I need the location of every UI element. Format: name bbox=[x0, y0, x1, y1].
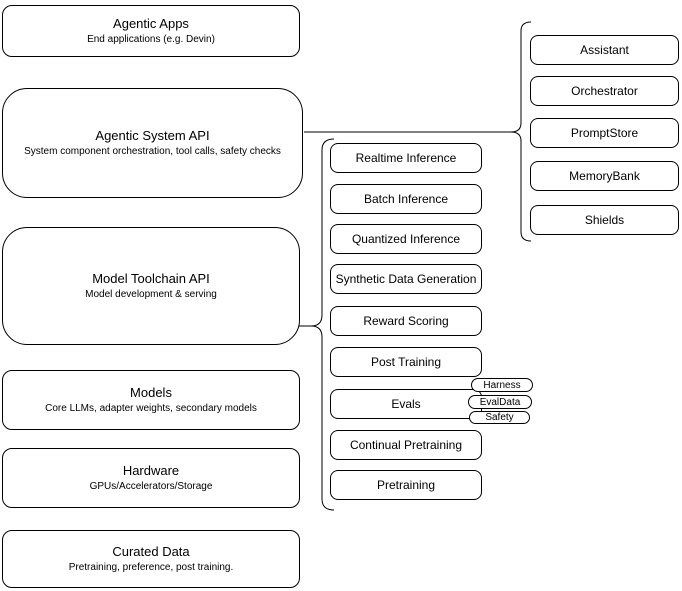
node-evals: Evals bbox=[330, 389, 482, 419]
system-components-brace bbox=[510, 21, 532, 242]
service-label: Continual Pretraining bbox=[349, 438, 463, 452]
node-realtime-inference: Realtime Inference bbox=[330, 143, 482, 173]
service-label: Pretraining bbox=[376, 478, 436, 492]
service-label: Quantized Inference bbox=[351, 232, 461, 246]
node-orchestrator: Orchestrator bbox=[530, 76, 679, 106]
node-title: Agentic Apps bbox=[113, 16, 189, 31]
node-subtitle: System component orchestration, tool cal… bbox=[24, 146, 281, 157]
component-label: Shields bbox=[584, 213, 625, 227]
node-subtitle: End applications (e.g. Devin) bbox=[87, 34, 215, 45]
node-subtitle: Core LLMs, adapter weights, secondary mo… bbox=[45, 403, 257, 414]
node-curated-data: Curated Data Pretraining, preference, po… bbox=[2, 530, 300, 588]
node-synthetic-data-generation: Synthetic Data Generation bbox=[330, 264, 482, 294]
component-label: MemoryBank bbox=[569, 169, 640, 183]
node-title: Hardware bbox=[122, 463, 180, 478]
node-assistant: Assistant bbox=[530, 35, 679, 65]
node-batch-inference: Batch Inference bbox=[330, 184, 482, 214]
node-continual-pretraining: Continual Pretraining bbox=[330, 430, 482, 460]
service-label: Post Training bbox=[370, 355, 442, 369]
node-hardware: Hardware GPUs/Accelerators/Storage bbox=[2, 448, 300, 508]
node-post-training: Post Training bbox=[330, 347, 482, 377]
service-label: Reward Scoring bbox=[363, 314, 449, 328]
component-label: Orchestrator bbox=[571, 84, 638, 98]
node-title: Models bbox=[130, 385, 172, 400]
node-memorybank: MemoryBank bbox=[530, 161, 679, 191]
pill-harness: Harness bbox=[471, 378, 533, 392]
node-reward-scoring: Reward Scoring bbox=[330, 306, 482, 336]
node-subtitle: Model development & serving bbox=[85, 289, 217, 300]
node-quantized-inference: Quantized Inference bbox=[330, 224, 482, 254]
node-title: Curated Data bbox=[112, 544, 190, 559]
pill-label: EvalData bbox=[479, 396, 521, 408]
service-label: Synthetic Data Generation bbox=[335, 272, 477, 286]
node-models: Models Core LLMs, adapter weights, secon… bbox=[2, 370, 300, 430]
node-pretraining: Pretraining bbox=[330, 470, 482, 500]
node-subtitle: Pretraining, preference, post training. bbox=[68, 562, 234, 573]
component-label: PromptStore bbox=[570, 126, 639, 140]
pill-label: Safety bbox=[485, 412, 514, 423]
node-title: Agentic System API bbox=[95, 128, 210, 143]
pill-label: Harness bbox=[483, 379, 521, 391]
node-shields: Shields bbox=[530, 205, 679, 235]
node-agentic-system-api: Agentic System API System component orch… bbox=[2, 88, 303, 198]
node-subtitle: GPUs/Accelerators/Storage bbox=[89, 481, 213, 492]
node-promptstore: PromptStore bbox=[530, 118, 679, 148]
component-label: Assistant bbox=[580, 43, 629, 57]
service-label: Evals bbox=[391, 397, 421, 411]
node-agentic-apps: Agentic Apps End applications (e.g. Devi… bbox=[2, 5, 300, 57]
pill-evaldata: EvalData bbox=[468, 395, 532, 409]
service-label: Realtime Inference bbox=[355, 151, 457, 165]
node-title: Model Toolchain API bbox=[92, 271, 210, 286]
service-label: Batch Inference bbox=[363, 192, 449, 206]
pill-safety: Safety bbox=[469, 411, 530, 424]
node-model-toolchain-api: Model Toolchain API Model development & … bbox=[2, 227, 300, 345]
